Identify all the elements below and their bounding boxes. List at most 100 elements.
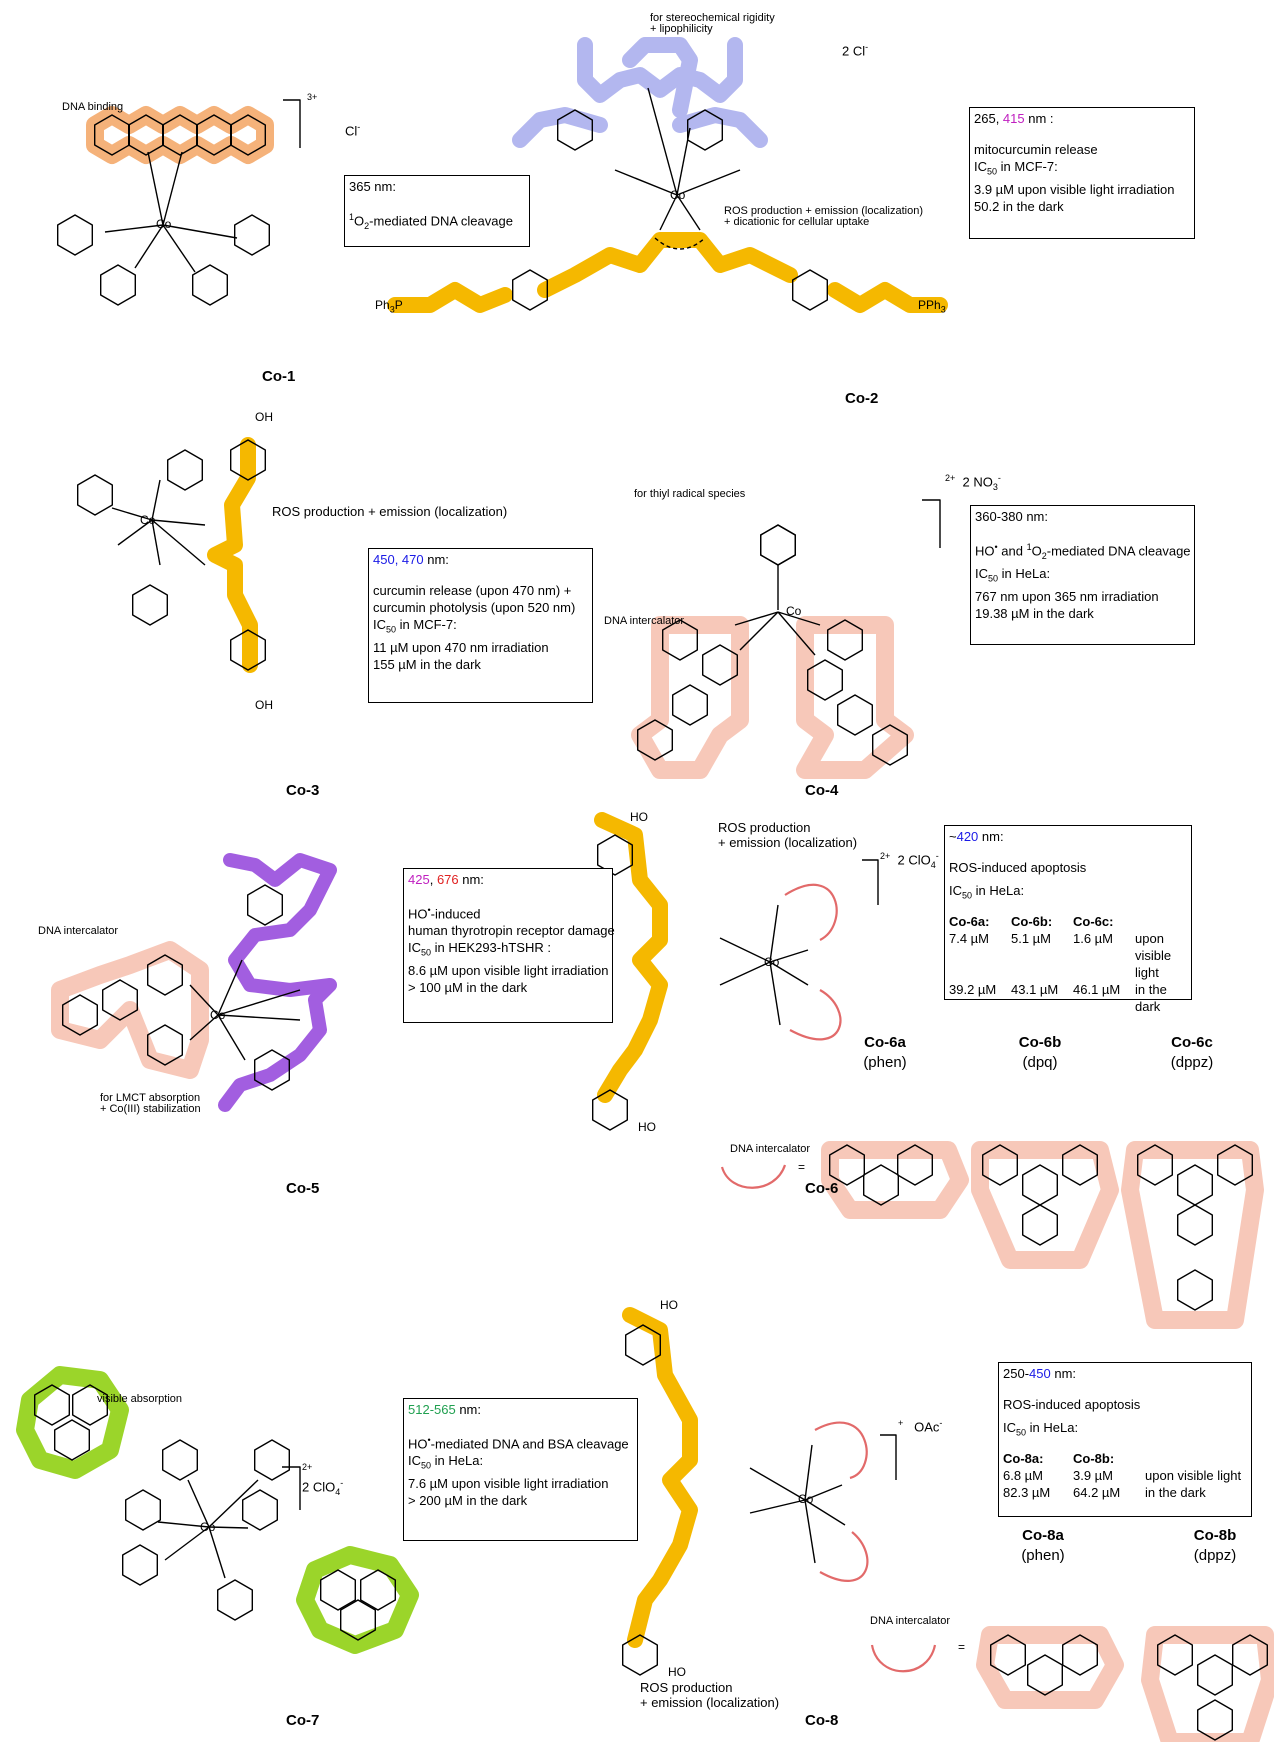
co2-label: Co-2 bbox=[845, 390, 879, 407]
co6-structure bbox=[592, 812, 1264, 1329]
co2-release: mitocurcumin release bbox=[974, 142, 1098, 157]
co6-intercalator-note: DNA intercalator bbox=[730, 1143, 811, 1155]
co7-charge-counter: 2+2 ClO4- bbox=[302, 1462, 344, 1498]
co6-dark-b: 43.1 µM bbox=[1011, 981, 1059, 997]
co5-ic50-light: 8.6 µM upon visible light irradiation bbox=[408, 962, 609, 978]
co5-cobalt: Co bbox=[210, 1008, 226, 1022]
co5-note-stabilization: + Co(III) stabilization bbox=[100, 1103, 201, 1115]
co6-charge-counter: 2+ 2 ClO4- bbox=[880, 851, 939, 870]
co2-ic50-head: IC50 in MCF-7: bbox=[974, 159, 1058, 177]
co8-col-b: Co-8b: bbox=[1073, 1450, 1115, 1466]
co7-note: visible absorption bbox=[97, 1393, 182, 1405]
co4-ic50-light: 767 nm upon 365 nm irradiation bbox=[975, 588, 1159, 604]
co8-note-emission: + emission (localization) bbox=[640, 1695, 780, 1710]
co5-info-box: 425, 676 nm: HO•-induced human thyrotrop… bbox=[403, 868, 615, 1023]
co2-pph3-right: PPh3 bbox=[918, 298, 946, 315]
co1-structure bbox=[57, 99, 301, 306]
co3-oh-bottom: OH bbox=[255, 698, 273, 712]
co3-cobalt: Co bbox=[140, 513, 156, 527]
co8-light-b: 3.9 µM bbox=[1073, 1467, 1114, 1483]
co6-ic50-table: Co-6a: Co-6b: Co-6c: 7.4 µM 5.1 µM 1.6 µ… bbox=[949, 913, 1187, 1015]
co8-note-ros: ROS production bbox=[640, 1680, 733, 1695]
co7-ic50-head: IC50 in HeLa: bbox=[408, 1453, 484, 1471]
co5-ic50-dark: > 100 µM in the dark bbox=[408, 979, 528, 995]
co5-note-lmct: for LMCT absorption bbox=[100, 1092, 201, 1104]
co6-dark-cond: in the dark bbox=[1135, 981, 1167, 1014]
co5-structure bbox=[51, 853, 337, 1112]
co1-note: DNA binding bbox=[62, 101, 124, 113]
co6-dark-c: 46.1 µM bbox=[1073, 981, 1121, 997]
co2-structure bbox=[387, 37, 948, 313]
co7-label: Co-7 bbox=[286, 1712, 320, 1729]
co4-wavelength: 360-380 nm: bbox=[975, 509, 1048, 524]
co8-ho-top: HO bbox=[660, 1298, 678, 1312]
co3-oh-top: OH bbox=[255, 410, 273, 424]
co1-charge: 3+ bbox=[307, 92, 318, 102]
co8-label: Co-8 bbox=[805, 1712, 839, 1729]
co6-note-emission: + emission (localization) bbox=[718, 835, 858, 850]
co3-ic50-dark: 155 µM in the dark bbox=[373, 656, 481, 672]
co3-note: ROS production + emission (localization) bbox=[272, 504, 508, 519]
co3-ic50-light: 11 µM upon 470 nm irradiation bbox=[373, 639, 549, 655]
co2-ic50-light: 3.9 µM upon visible light irradiation bbox=[974, 181, 1175, 197]
co5-wavelength: 425, 676 nm: bbox=[408, 872, 484, 887]
co8-cobalt: Co bbox=[798, 1492, 814, 1506]
co3-label: Co-3 bbox=[286, 782, 320, 799]
co2-pph3-left: Ph3P bbox=[375, 298, 403, 315]
co2-note-lipophilicity: + lipophilicity bbox=[650, 23, 713, 35]
co3-wavelength: 450, 470 nm: bbox=[373, 552, 449, 567]
co8-ho-bottom: HO bbox=[668, 1665, 686, 1679]
co4-ic50-dark: 19.38 µM in the dark bbox=[975, 605, 1094, 621]
co5-receptor: human thyrotropin receptor damage bbox=[408, 923, 615, 939]
co6-dark-a: 39.2 µM bbox=[949, 981, 997, 997]
co7-info-box: 512-565 nm: HO•-mediated DNA and BSA cle… bbox=[403, 1398, 638, 1541]
co6-light-c: 1.6 µM bbox=[1073, 930, 1114, 946]
co2-cobalt: Co bbox=[670, 188, 686, 202]
co3-photolysis: curcumin photolysis (upon 520 nm) bbox=[373, 600, 576, 615]
co8-equals: = bbox=[958, 1640, 966, 1654]
co8-wavelength: 250-450 nm: bbox=[1003, 1366, 1077, 1381]
co4-info-box: 360-380 nm: HO• and 1O2-mediated DNA cle… bbox=[970, 505, 1195, 645]
co7-wavelength: 512-565 nm: bbox=[408, 1402, 482, 1417]
co1-mechanism: 1O2-mediated DNA cleavage bbox=[349, 212, 513, 231]
co4-ic50-head: IC50 in HeLa: bbox=[975, 565, 1051, 584]
co4-mechanism: HO• and 1O2-mediated DNA cleavage bbox=[975, 542, 1191, 561]
co5-note-intercalator: DNA intercalator bbox=[38, 925, 119, 937]
co4-structure bbox=[631, 499, 941, 779]
co1-label: Co-1 bbox=[262, 368, 296, 385]
co8-apoptosis: ROS-induced apoptosis bbox=[1003, 1397, 1141, 1412]
co2-ic50-dark: 50.2 in the dark bbox=[974, 198, 1064, 214]
co6-ho-bottom: HO bbox=[638, 1120, 656, 1134]
co6-info-box: ~420 nm: ROS-induced apoptosis IC50 in H… bbox=[944, 825, 1192, 1014]
co6-equals: = bbox=[798, 1160, 806, 1174]
co8-dark-b: 64.2 µM bbox=[1073, 1484, 1121, 1500]
co4-note-intercalator: DNA intercalator bbox=[604, 615, 685, 627]
co6c-ligand-label: Co-6c(dppz) bbox=[1170, 1034, 1214, 1071]
co2-counterion: 2 Cl- bbox=[842, 42, 869, 59]
co7-mechanism: HO•-mediated DNA and BSA cleavage bbox=[408, 1435, 629, 1452]
co6-ho-top: HO bbox=[630, 810, 648, 824]
co8-intercalator-note: DNA intercalator bbox=[870, 1615, 951, 1627]
co6-label: Co-6 bbox=[805, 1180, 839, 1197]
co3-release: curcumin release (upon 470 nm) + bbox=[373, 583, 572, 598]
co6-col-a: Co-6a: bbox=[949, 913, 990, 929]
co6-apoptosis: ROS-induced apoptosis bbox=[949, 860, 1087, 875]
co6-cobalt: Co bbox=[764, 955, 780, 969]
co5-mechanism: HO•-induced bbox=[408, 905, 481, 922]
co4-label: Co-4 bbox=[805, 782, 839, 799]
co1-wavelength: 365 nm: bbox=[349, 179, 396, 194]
co2-info-box: 265, 415 nm : mitocurcumin release IC50 … bbox=[969, 107, 1195, 239]
co6-ic50-head: IC50 in HeLa: bbox=[949, 883, 1025, 901]
co8-dark-cond: in the dark bbox=[1145, 1484, 1206, 1500]
co8a-ligand-label: Co-8a(phen) bbox=[1021, 1527, 1065, 1564]
co8-light-cond: upon visible light bbox=[1145, 1467, 1242, 1483]
co4-note-thiyl: for thiyl radical species bbox=[634, 488, 746, 500]
co8b-ligand-label: Co-8b(dppz) bbox=[1193, 1527, 1237, 1564]
co8-light-a: 6.8 µM bbox=[1003, 1467, 1044, 1483]
co7-cobalt: Co bbox=[200, 1520, 216, 1534]
co6-col-b: Co-6b: bbox=[1011, 913, 1053, 929]
co6a-ligand-label: Co-6a(phen) bbox=[863, 1034, 907, 1071]
co2-note-rigidity: for stereochemical rigidity bbox=[650, 12, 775, 24]
co2-note-dicationic: + dicationic for cellular uptake bbox=[724, 216, 870, 228]
